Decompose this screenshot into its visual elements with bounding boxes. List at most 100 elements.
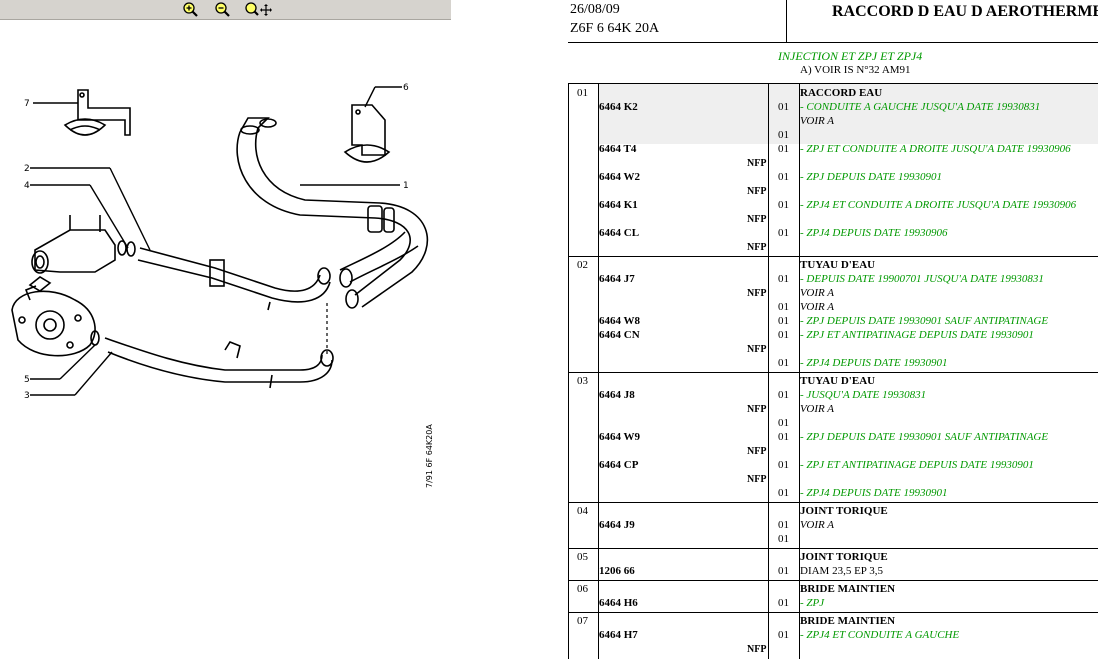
- pipe-2: [137, 247, 331, 311]
- row-nfp: NFP: [747, 242, 767, 253]
- zoom-out-icon: [215, 2, 230, 17]
- row-qty: 01: [778, 597, 789, 609]
- row-desc: TUYAU D'EAU: [800, 259, 876, 271]
- row-desc: - ZPJ: [800, 597, 825, 609]
- table-left-border: [568, 83, 569, 659]
- row-qty: 01: [778, 329, 789, 341]
- row-qty: 01: [778, 315, 789, 327]
- header-divider: [568, 42, 1098, 43]
- row-qty: 01: [778, 129, 789, 141]
- row-desc: - CONDUITE A GAUCHE JUSQU'A DATE 1993083…: [800, 101, 1041, 113]
- row-nfp: NFP: [747, 288, 767, 299]
- row-desc: - ZPJ4 ET CONDUITE A DROITE JUSQU'A DATE…: [800, 199, 1077, 211]
- row-qty: 01: [778, 227, 789, 239]
- row-ref: 6464 H6: [599, 597, 638, 609]
- row-ref: 6464 CP: [599, 459, 639, 471]
- row-qty: 01: [778, 171, 789, 183]
- callout-3: 3: [24, 391, 30, 401]
- row-desc: - ZPJ4 DEPUIS DATE 19930901: [800, 487, 948, 499]
- zoom-in-icon: [183, 2, 198, 17]
- row-separator: [568, 502, 1098, 503]
- row-desc: - JUSQU'A DATE 19930831: [800, 389, 927, 401]
- row-separator: [568, 612, 1098, 613]
- global-note-applicability: INJECTION ET ZPJ ET ZPJ4: [778, 49, 923, 63]
- bracket-6: [343, 104, 391, 163]
- row-desc: VOIR A: [800, 287, 834, 299]
- col-divider-1: [598, 83, 599, 659]
- zoom-pan-icon: [245, 2, 272, 16]
- row-nfp: NFP: [747, 644, 767, 655]
- zoom-in-button[interactable]: [181, 1, 201, 18]
- zoom-out-button[interactable]: [213, 1, 233, 18]
- row-qty: 01: [778, 431, 789, 443]
- diagram-stamp: 7/91 6F 64K20A: [425, 424, 434, 488]
- header-code: Z6F 6 64K 20A: [570, 21, 660, 36]
- header-date: 26/08/09: [570, 2, 620, 17]
- col-divider-2: [768, 83, 769, 659]
- row-qty: 01: [778, 273, 789, 285]
- table-top-border: [568, 83, 1098, 84]
- row-qty: 01: [778, 301, 789, 313]
- row-desc: - ZPJ4 DEPUIS DATE 19930906: [800, 227, 948, 239]
- row-ref: 6464 J7: [599, 273, 635, 285]
- row-ref: 6464 J8: [599, 389, 635, 401]
- row-qty: 01: [778, 417, 789, 429]
- row-desc: JOINT TORIQUE: [800, 551, 888, 563]
- row-desc: BRIDE MAINTIEN: [800, 583, 896, 595]
- callout-2: 2: [24, 164, 30, 174]
- zoom-pan-button[interactable]: [244, 1, 272, 18]
- diagram-pane: 7 6 2 4 1 5 3 7/91 6F 64K20A: [0, 0, 451, 488]
- callout-6: 6: [403, 83, 409, 93]
- row-desc: DIAM 23,5 EP 3,5: [800, 565, 884, 577]
- selected-row-shade: [598, 84, 1098, 144]
- callout-1: 1: [403, 181, 409, 191]
- row-nfp: NFP: [747, 344, 767, 355]
- row-qty: 01: [778, 357, 789, 369]
- row-ref: 6464 H7: [599, 629, 638, 641]
- row-ref: 6464 CL: [599, 227, 640, 239]
- row-desc: JOINT TORIQUE: [800, 505, 888, 517]
- parts-list-pane: 26/08/09 Z6F 6 64K 20A RACCORD D EAU D A…: [568, 0, 1098, 659]
- row-qty: 01: [778, 199, 789, 211]
- row-nfp: NFP: [747, 474, 767, 485]
- row-qty: 01: [778, 519, 789, 531]
- row-rownum: 01: [577, 87, 588, 99]
- row-nfp: NFP: [747, 158, 767, 169]
- hose-1: [236, 117, 429, 309]
- row-desc: - ZPJ DEPUIS DATE 19930901 SAUF ANTIPATI…: [800, 315, 1049, 327]
- exploded-parts-diagram: 7 6 2 4 1 5 3 7/91 6F 64K20A: [11, 83, 434, 488]
- row-ref: 6464 W9: [599, 431, 641, 443]
- hose-3: [104, 337, 334, 389]
- row-nfp: NFP: [747, 404, 767, 415]
- row-rownum: 06: [577, 583, 588, 595]
- row-desc: VOIR A: [800, 403, 834, 415]
- row-desc: - ZPJ ET ANTIPATINAGE DEPUIS DATE 199309…: [800, 459, 1034, 471]
- row-separator: [568, 548, 1098, 549]
- row-desc: RACCORD EAU: [800, 87, 883, 99]
- row-nfp: NFP: [747, 214, 767, 225]
- callout-7: 7: [24, 99, 30, 109]
- row-qty: 01: [778, 459, 789, 471]
- global-note-reference: A) VOIR IS N°32 AM91: [800, 64, 911, 76]
- row-ref: 1206 66: [599, 565, 635, 577]
- row-desc: TUYAU D'EAU: [800, 375, 876, 387]
- row-desc: - ZPJ DEPUIS DATE 19930901 SAUF ANTIPATI…: [800, 431, 1049, 443]
- row-separator: [568, 580, 1098, 581]
- row-desc: - ZPJ ET CONDUITE A DROITE JUSQU'A DATE …: [800, 143, 1071, 155]
- row-qty: 01: [778, 565, 789, 577]
- row-desc: VOIR A: [800, 301, 834, 313]
- row-rownum: 07: [577, 615, 588, 627]
- callout-5: 5: [24, 375, 30, 385]
- fitting-4: [28, 215, 136, 292]
- row-qty: 01: [778, 143, 789, 155]
- row-ref: 6464 W8: [599, 315, 641, 327]
- row-qty: 01: [778, 533, 789, 545]
- row-ref: 6464 J9: [599, 519, 635, 531]
- col-divider-3: [799, 83, 800, 659]
- row-desc: - ZPJ ET ANTIPATINAGE DEPUIS DATE 199309…: [800, 329, 1034, 341]
- row-desc: VOIR A: [800, 115, 834, 127]
- row-nfp: NFP: [747, 446, 767, 457]
- row-nfp: NFP: [747, 186, 767, 197]
- row-rownum: 02: [577, 259, 588, 271]
